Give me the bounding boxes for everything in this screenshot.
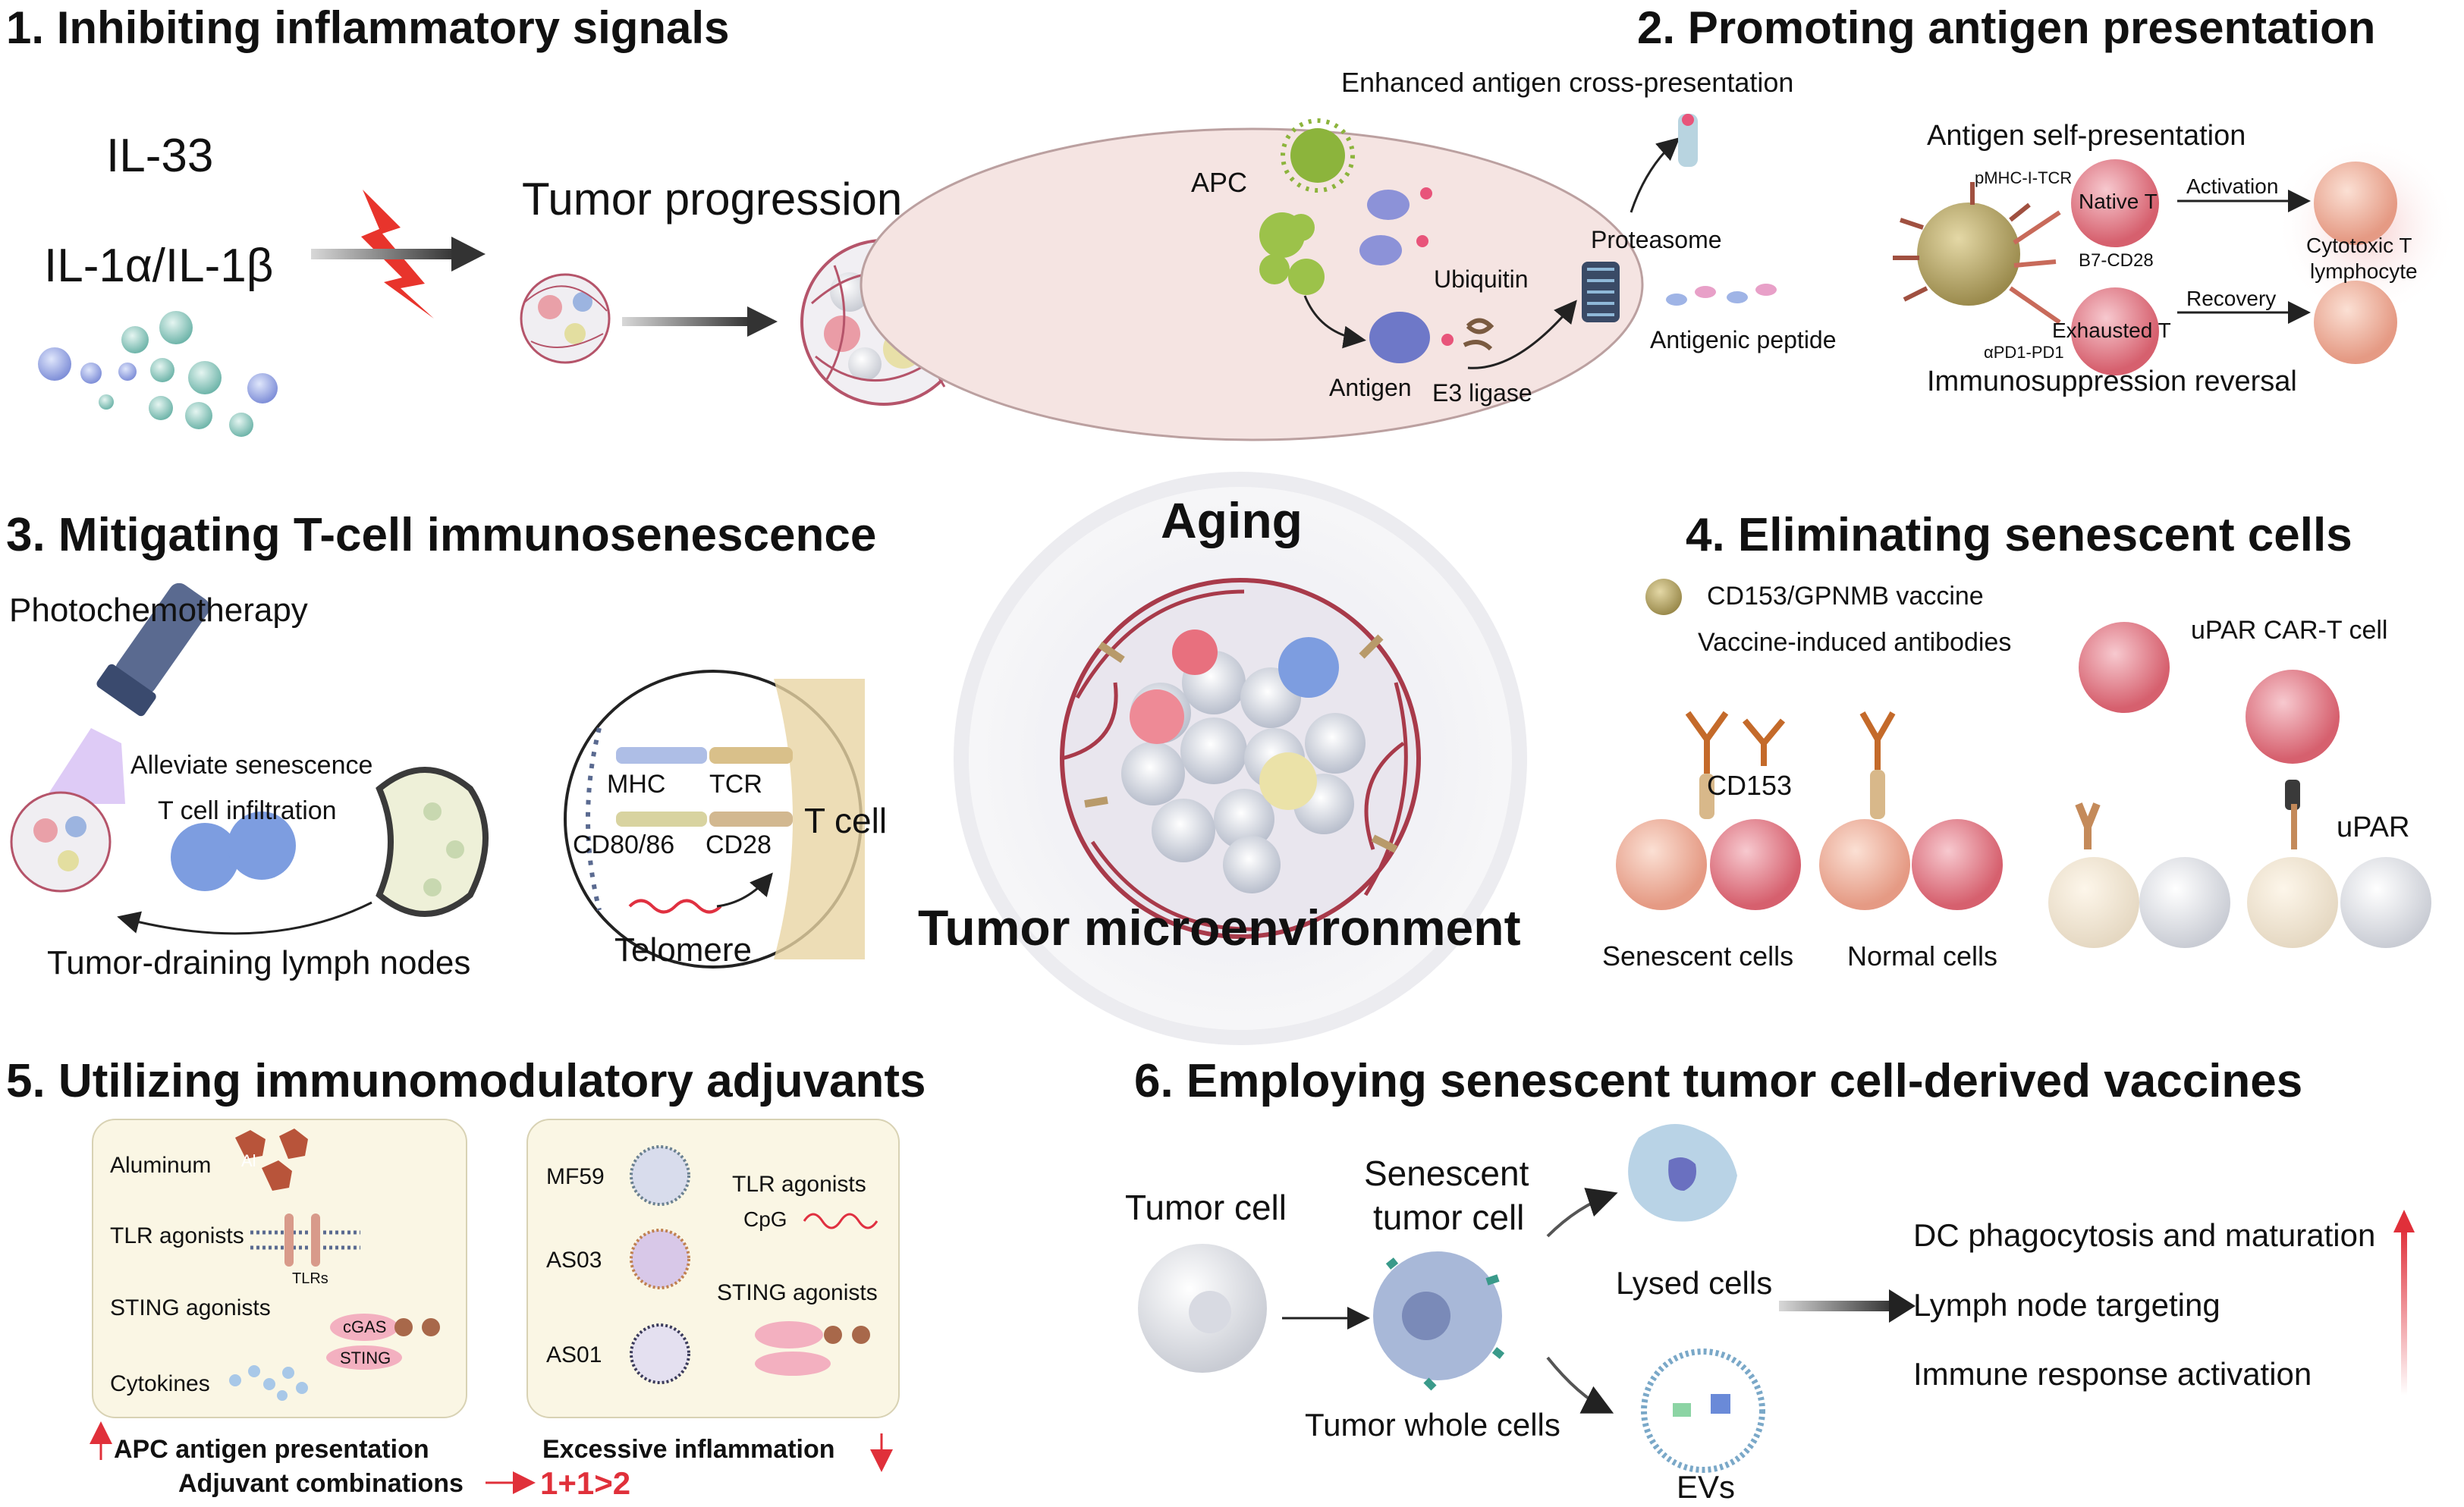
evs-label: EVs: [1677, 1469, 1736, 1505]
cd80-label: CD80/86: [573, 830, 675, 859]
immunosuppression-label: Immunosuppression reversal: [1927, 366, 2297, 397]
as01-label: AS01: [546, 1342, 602, 1367]
e3-ligase-label: E3 ligase: [1432, 379, 1532, 407]
cgas-label: cGAS: [343, 1317, 387, 1336]
il33-label: IL-33: [106, 130, 214, 182]
tumor-cell-label: Tumor cell: [1125, 1188, 1287, 1227]
lymph-targeting-label: Lymph node targeting: [1913, 1287, 2220, 1323]
exhausted-t-label: Exhausted T: [2052, 319, 2171, 342]
formula-label: 1+1>2: [540, 1465, 631, 1501]
apc-label: APC: [1191, 167, 1248, 198]
cd28-label: CD28: [706, 830, 772, 859]
aging-label: Aging: [1161, 492, 1303, 548]
activation-label: Activation: [2186, 174, 2279, 198]
lymph-nodes-label: Tumor-draining lymph nodes: [47, 944, 471, 981]
b7-cd28-label: B7-CD28: [2079, 250, 2154, 271]
excessive-inflammation-label: Excessive inflammation: [542, 1435, 835, 1464]
panel6-heading: 6. Employing senescent tumor cell-derive…: [1134, 1055, 2303, 1107]
car-t-label: uPAR CAR-T cell: [2191, 616, 2388, 645]
photochemotherapy-label: Photochemotherapy: [9, 592, 308, 629]
sting-label: STING: [340, 1348, 391, 1367]
senescent-cells-label: Senescent cells: [1602, 940, 1794, 972]
tlrs-label: TLRs: [292, 1270, 328, 1287]
t-cell-label: T cell: [804, 801, 888, 840]
native-t-label: Native T: [2079, 190, 2158, 213]
vaccine-label: CD153/GPNMB vaccine: [1707, 582, 1984, 611]
panel3-heading: 3. Mitigating T-cell immunosenescence: [6, 509, 877, 561]
cytokines-label: Cytokines: [110, 1371, 210, 1396]
apc-presentation-label: APC antigen presentation: [114, 1435, 429, 1464]
alleviate-label: Alleviate senescence: [130, 751, 373, 780]
apd1-pd1-label: αPD1-PD1: [1984, 343, 2064, 362]
sting-agonists-label: STING agonists: [110, 1295, 271, 1320]
adjuvant-combinations-label: Adjuvant combinations: [178, 1469, 464, 1498]
telomere-label: Telomere: [614, 931, 752, 969]
pmhc-tcr-label: pMHC-I-TCR: [1975, 168, 2073, 187]
mf59-label: MF59: [546, 1164, 605, 1189]
il1-label: IL-1α/IL-1β: [44, 240, 274, 292]
tcr-label: TCR: [709, 770, 762, 799]
tlr-agonists-2-label: TLR agonists: [732, 1172, 866, 1197]
antibodies-label: Vaccine-induced antibodies: [1698, 628, 2012, 657]
cpg-label: CpG: [743, 1207, 787, 1231]
dc-phagocytosis-label: DC phagocytosis and maturation: [1913, 1217, 2376, 1253]
tlr-agonists-label: TLR agonists: [110, 1223, 244, 1248]
center-graphics: [954, 472, 1527, 1045]
recovery-label: Recovery: [2186, 287, 2277, 310]
lysed-cells-label: Lysed cells: [1616, 1265, 1773, 1301]
self-presentation-label: Antigen self-presentation: [1927, 120, 2246, 152]
tumor-progression-label: Tumor progression: [522, 174, 903, 224]
cd153-label: CD153: [1707, 770, 1793, 801]
cytotoxic-label-2: lymphocyte: [2310, 259, 2418, 283]
immune-activation-label: Immune response activation: [1913, 1356, 2312, 1392]
al-label: Al: [241, 1151, 256, 1170]
senescent-label-1: Senescent: [1364, 1154, 1529, 1193]
senescent-label-2: tumor cell: [1373, 1198, 1525, 1237]
aluminum-label: Aluminum: [110, 1153, 212, 1178]
cross-presentation-label: Enhanced antigen cross-presentation: [1341, 67, 1794, 98]
tumor-microenvironment-label: Tumor microenvironment: [918, 899, 1521, 956]
panel1-graphics: [38, 190, 967, 437]
panel6-graphics: [1138, 1124, 2415, 1473]
panel5-heading: 5. Utilizing immunomodulatory adjuvants: [6, 1055, 926, 1107]
sting-agonists-2-label: STING agonists: [717, 1280, 878, 1305]
tumor-whole-cells-label: Tumor whole cells: [1305, 1407, 1560, 1443]
panel1-heading: 1. Inhibiting inflammatory signals: [6, 2, 730, 53]
small-tumor: [520, 273, 611, 364]
panel3-graphics: [10, 582, 865, 969]
normal-cells-label: Normal cells: [1847, 940, 1998, 972]
mhc-label: MHC: [607, 770, 666, 799]
as03-label: AS03: [546, 1248, 602, 1273]
panel2-heading: 2. Promoting antigen presentation: [1637, 2, 2376, 53]
antigen-label: Antigen: [1329, 374, 1412, 401]
panel4-heading: 4. Eliminating senescent cells: [1686, 509, 2352, 561]
cytotoxic-label-1: Cytotoxic T: [2306, 234, 2412, 257]
ubiquitin-label: Ubiquitin: [1434, 265, 1529, 293]
panel5-graphics: [90, 1119, 900, 1494]
panel4-graphics: [1616, 579, 2431, 948]
panel2-graphics: [860, 114, 2458, 441]
proteasome-label: Proteasome: [1591, 226, 1722, 253]
antigenic-peptide-label: Antigenic peptide: [1650, 326, 1837, 353]
upar-label: uPAR: [2337, 812, 2410, 843]
infiltration-label: T cell infiltration: [158, 796, 337, 825]
